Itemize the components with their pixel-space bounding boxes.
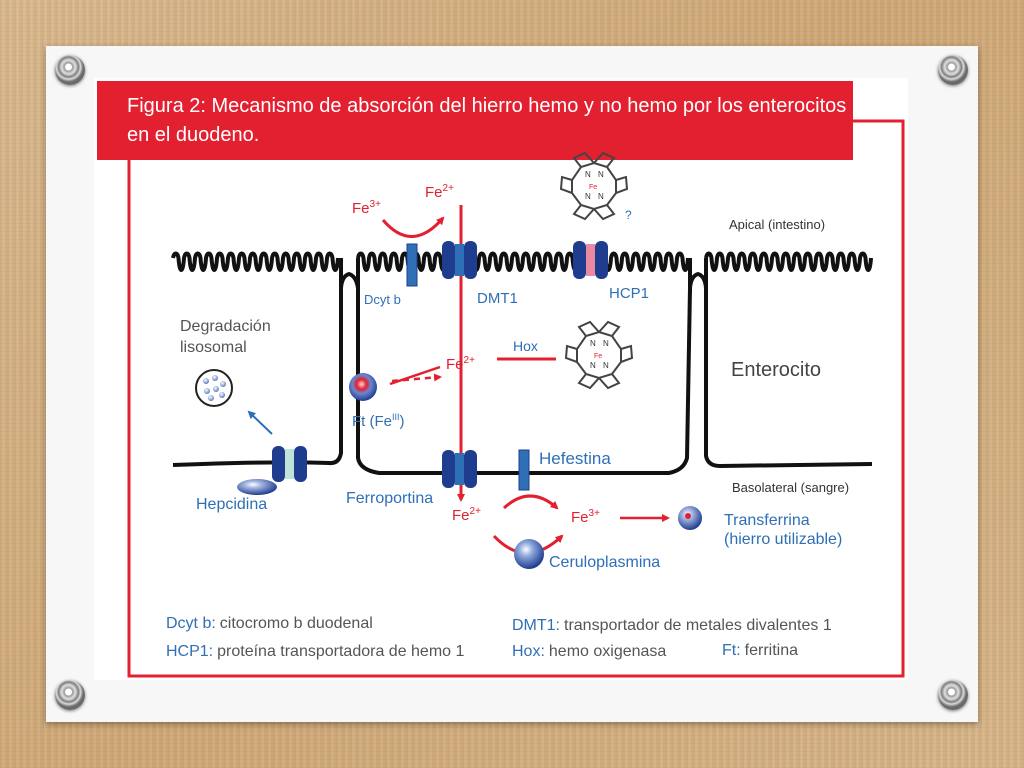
figure-title-line2: en el duodeno. <box>127 124 259 146</box>
pin-icon <box>55 680 85 710</box>
hcp1-transporter <box>573 241 608 279</box>
hox-label: Hox <box>513 338 538 354</box>
svg-text:Fe: Fe <box>589 184 597 191</box>
apical-membrane <box>171 251 873 293</box>
reduction-arrow <box>381 216 445 238</box>
hepcidin-icon <box>237 479 277 495</box>
figure-title-line1: Figura 2: Mecanismo de absorción del hie… <box>127 95 846 117</box>
question-mark: ? <box>625 208 632 222</box>
legend-ft: Ft:ferritina <box>722 642 798 659</box>
transferrina-label-2: (hierro utilizable) <box>724 531 842 548</box>
transferrina-label-1: Transferrina <box>724 512 810 529</box>
pin-icon <box>938 680 968 710</box>
iron-absorption-diagram: N N N N Figura 2: Mecanismo de absorción… <box>97 81 905 678</box>
hcp1-label: HCP1 <box>609 285 649 302</box>
hefestina-transporter <box>518 449 530 491</box>
fe2-bottom-label: Fe2+ <box>452 506 481 524</box>
figure-frame <box>127 119 905 678</box>
degradation-arrow <box>247 410 273 435</box>
basolateral-membrane <box>172 272 873 475</box>
pin-icon <box>938 55 968 85</box>
figure-panel: N N N N Figura 2: Mecanismo de absorción… <box>94 78 908 680</box>
dcytb-label: Dcyt b <box>364 292 401 307</box>
ferroportin-transporter <box>442 450 477 488</box>
legend-dmt1: DMT1:transportador de metales divalentes… <box>512 617 832 634</box>
fe3-bottom-label: Fe3+ <box>571 508 600 526</box>
fe3-top-label: Fe3+ <box>352 199 381 217</box>
lysosome-icon <box>195 369 233 407</box>
legend-dcytb: Dcyt b:citocromo b duodenal <box>166 615 373 632</box>
legend-hox: Hox:hemo oxigenasa <box>512 643 666 660</box>
dmt1-label: DMT1 <box>477 290 518 307</box>
pin-icon <box>55 55 85 85</box>
legend-hcp1: HCP1:proteína transportadora de hemo 1 <box>166 643 465 660</box>
ceruloplasmina-label: Ceruloplasmina <box>549 554 660 571</box>
hepcidin-ferroportin-complex <box>272 446 307 482</box>
fe2-top-label: Fe2+ <box>425 183 454 201</box>
heme-cytosol-icon: Fe <box>565 321 633 389</box>
ft-label: Ft (FeIII) <box>352 412 405 430</box>
degradacion-label-2: lisosomal <box>180 339 247 356</box>
ferritin-arrow-dashed <box>391 373 442 383</box>
basolateral-label: Basolateral (sangre) <box>732 480 849 495</box>
oxidation-arrow-top <box>502 494 559 510</box>
hefestina-label: Hefestina <box>539 449 611 468</box>
svg-text:Fe: Fe <box>594 353 602 360</box>
transferrin-iron-dot <box>685 513 691 519</box>
enterocito-label: Enterocito <box>731 359 821 381</box>
ceruloplasmin-icon <box>514 539 544 569</box>
apical-label: Apical (intestino) <box>729 217 825 232</box>
title-banner <box>97 81 853 160</box>
degradacion-label-1: Degradación <box>180 318 271 335</box>
ferritin-arrow-solid <box>389 365 441 386</box>
dcytb-transporter <box>406 243 418 287</box>
heme-apical-icon: Fe <box>560 152 628 220</box>
fe2-center-label: Fe2+ <box>446 355 475 373</box>
ferroportina-label: Ferroportina <box>346 490 433 507</box>
dmt1-transporter <box>442 241 477 279</box>
hepcidina-label: Hepcidina <box>196 496 267 513</box>
ferritin-icon <box>349 373 377 401</box>
